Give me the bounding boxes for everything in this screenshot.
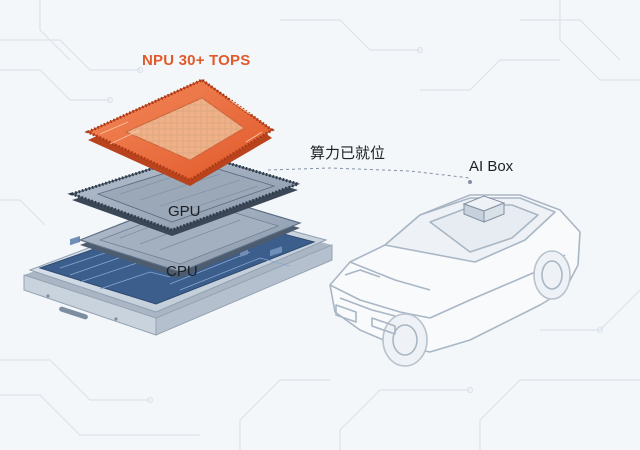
compute-ready-label: 算力已就位 [310, 144, 386, 162]
cpu-label: CPU [166, 263, 198, 280]
car [329, 194, 581, 367]
gpu-chip [67, 152, 303, 236]
ai-box-device [462, 180, 506, 223]
cpu-chip [78, 192, 302, 278]
npu-label: NPU 30+ TOPS [142, 52, 251, 69]
connector-line [267, 167, 471, 179]
ai-box-label: AI Box [469, 158, 514, 175]
gpu-label: GPU [168, 203, 201, 220]
npu-chip [84, 78, 275, 186]
